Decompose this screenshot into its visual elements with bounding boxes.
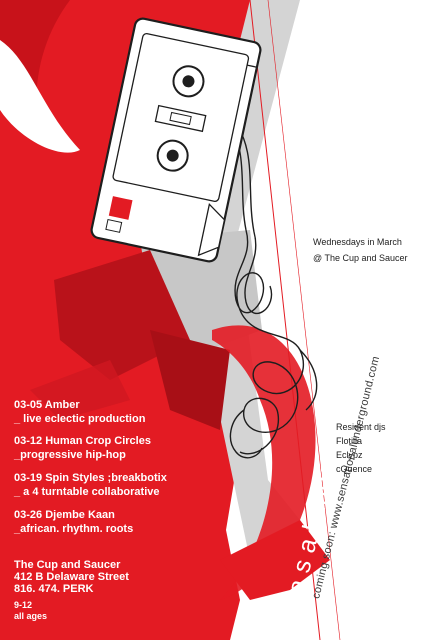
venue-info: The Cup and Saucer 412 B Delaware Street… <box>14 559 214 622</box>
event-description: _ a 4 turntable collaborative <box>14 486 160 498</box>
venue-name: The Cup and Saucer <box>14 559 121 571</box>
event-description: _ live eclectic production <box>14 413 146 425</box>
event-title: 03-12 Human Crop Circles <box>14 435 151 447</box>
white-cut-shape <box>0 40 80 153</box>
event-item: 03-26 Djembe Kaan _african. rhythm. root… <box>14 508 133 536</box>
tangled-tape-ribbon-icon <box>225 117 318 459</box>
venue-ages: all ages <box>14 611 48 621</box>
event-item: 03-05 Amber _ live eclectic production <box>14 398 145 426</box>
venue-phone: 816. 474. PERK <box>14 583 94 595</box>
cassette-tape-icon <box>90 17 262 263</box>
red-bottom-shard <box>220 520 330 600</box>
resident-dj-1: Flotilla <box>336 436 363 446</box>
schedule-intro: Wednesdays in March @ The Cup and Saucer <box>313 236 408 264</box>
schedule-where: @ The Cup and Saucer <box>313 253 408 263</box>
event-title: 03-05 Amber <box>14 399 80 411</box>
venue-address: 412 B Delaware Street <box>14 571 129 583</box>
event-description: _progressive hip-hop <box>14 449 126 461</box>
event-title: 03-19 Spin Styles ;breakbotix <box>14 472 167 484</box>
event-item: 03-12 Human Crop Circles _progressive hi… <box>14 434 151 462</box>
schedule-when: Wednesdays in March <box>313 237 402 247</box>
resident-dj-2: Eclypz <box>336 450 363 460</box>
event-item: 03-19 Spin Styles ;breakbotix _ a 4 turn… <box>14 471 167 499</box>
venue-hours: 9-12 <box>14 600 33 610</box>
resident-djs: Resident djs Flotilla Eclypz cQuence <box>336 421 386 475</box>
event-description: _african. rhythm. roots <box>14 523 134 535</box>
dark-red-shard-2 <box>150 330 230 430</box>
event-lineup: 03-05 Amber _ live eclectic production 0… <box>14 398 234 548</box>
resident-dj-3: cQuence <box>336 464 373 474</box>
residents-heading: Resident djs <box>336 422 386 432</box>
red-swoosh-shape <box>0 0 70 140</box>
dark-red-shard-3 <box>30 360 130 420</box>
event-title: 03-26 Djembe Kaan <box>14 509 115 521</box>
